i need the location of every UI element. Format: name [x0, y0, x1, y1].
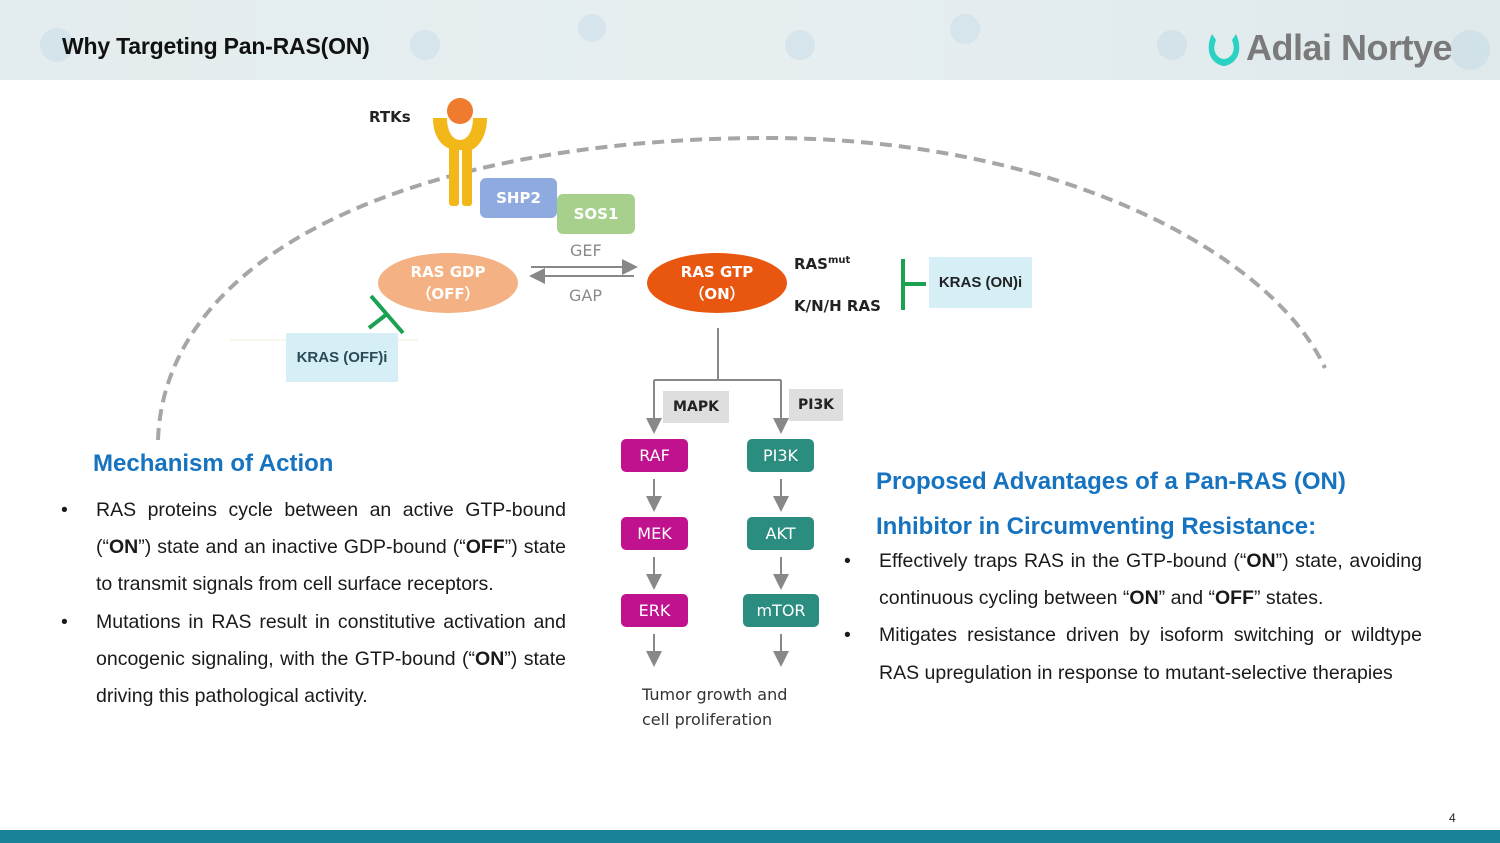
- ras-gtp-line1: RAS GTP: [680, 263, 754, 281]
- dna-decoration-icon: [410, 30, 440, 60]
- bullet-text: ”) state driving this pathological activ…: [96, 647, 566, 708]
- dna-decoration-icon: [950, 14, 980, 44]
- rtk-receptor-icon: [433, 98, 487, 206]
- ras-gtp-line2: （ON）: [689, 285, 745, 303]
- company-logo: Adlai Nortye: [1206, 26, 1453, 70]
- page-number: 4: [1449, 811, 1456, 825]
- kras-off-inhibition-icon: [367, 294, 405, 335]
- outcome-line1: Tumor growth and: [642, 685, 788, 704]
- mechanism-list: RAS proteins cycle between an active GTP…: [61, 492, 566, 715]
- dna-decoration-icon: [785, 30, 815, 60]
- bullet-text: RAS proteins cycle between an active GTP…: [96, 499, 566, 559]
- mechanism-bullet: RAS proteins cycle between an active GTP…: [61, 492, 566, 604]
- ras-gdp-label: RAS GDP （OFF）: [378, 258, 518, 308]
- ras-mut-label: RASmut: [794, 255, 850, 273]
- gef-label: GEF: [570, 241, 602, 260]
- advantages-bullets: Effectively traps RAS in the GTP-bound (…: [844, 543, 1422, 692]
- bold-emphasis: OFF: [465, 536, 505, 559]
- kras-on-inhibitor-box: KRAS (ON)i: [929, 257, 1032, 308]
- ras-gdp-line2: （OFF）: [416, 285, 480, 303]
- dna-decoration-icon: [578, 14, 606, 42]
- advantages-bullet: Mitigates resistance driven by isoform s…: [844, 617, 1422, 691]
- mechanism-bullets: RAS proteins cycle between an active GTP…: [61, 492, 566, 715]
- knh-ras-label: K/N/H RAS: [794, 297, 881, 315]
- mechanism-bullet: Mutations in RAS result in constitutive …: [61, 604, 566, 716]
- bullet-text: ”) state to transmit signals from cell s…: [96, 536, 566, 596]
- shp2-label: SHP2: [496, 189, 541, 207]
- advantages-list: Effectively traps RAS in the GTP-bound (…: [844, 543, 1422, 692]
- bullet-text: Mutations in RAS result in constitutive …: [96, 610, 566, 670]
- bullet-text: ”) state and an inactive GDP-bound (“: [138, 536, 466, 559]
- akt-node: AKT: [747, 517, 814, 550]
- dna-decoration-icon: [1157, 30, 1187, 60]
- pi3k-node: PI3K: [747, 439, 814, 472]
- bold-emphasis: ON: [109, 536, 139, 559]
- mek-node: MEK: [621, 517, 688, 550]
- sos1-node: [557, 194, 635, 234]
- shp2-node: [480, 178, 557, 218]
- sos1-label: SOS1: [573, 205, 619, 223]
- bullet-text: Mitigates resistance driven by isoform s…: [879, 624, 1422, 684]
- advantages-bullet: Effectively traps RAS in the GTP-bound (…: [844, 543, 1422, 617]
- outcome-label: Tumor growth and cell proliferation: [642, 682, 787, 732]
- erk-node: ERK: [621, 594, 688, 627]
- advantages-heading-line2: Inhibitor in Circumventing Resistance:: [876, 513, 1317, 540]
- footer-bar: [0, 830, 1500, 843]
- ras-mut-superscript: mut: [827, 255, 851, 266]
- slide-title: Why Targeting Pan-RAS(ON): [62, 33, 370, 59]
- mapk-tag: MAPK: [663, 391, 729, 423]
- gap-label: GAP: [569, 286, 602, 305]
- mechanism-heading: Mechanism of Action: [93, 450, 334, 477]
- outcome-line2: cell proliferation: [642, 710, 773, 729]
- bold-emphasis: ON: [1129, 587, 1159, 610]
- bold-emphasis: ON: [475, 647, 505, 670]
- ras-gdp-node: [378, 253, 518, 313]
- mtor-node: mTOR: [743, 594, 819, 627]
- kras-off-inhibitor-box: KRAS (OFF)i: [286, 333, 398, 382]
- bold-emphasis: OFF: [1215, 587, 1255, 610]
- dna-decoration-icon: [1450, 30, 1490, 70]
- advantages-heading-line1: Proposed Advantages of a Pan-RAS (ON): [876, 468, 1346, 495]
- slide-header: Why Targeting Pan-RAS(ON) Adlai Nortye: [0, 0, 1500, 80]
- ras-mut-base: RAS: [794, 255, 828, 273]
- kras-on-inhibition-icon: [901, 259, 926, 310]
- ras-gtp-node: [647, 253, 787, 313]
- ras-gdp-line1: RAS GDP: [410, 263, 486, 281]
- bullet-text: ”) state, avoiding continuous cycling be…: [879, 550, 1422, 610]
- rtks-label: RTKs: [369, 108, 411, 126]
- bullet-text: ” states.: [1254, 587, 1324, 610]
- pi3k-tag: PI3K: [789, 389, 843, 421]
- pathway-arrows: [646, 479, 789, 667]
- drop-u-logo-icon: [1208, 34, 1240, 66]
- logo-text: Adlai Nortye: [1246, 27, 1453, 68]
- bullet-text: ” and “: [1158, 587, 1216, 610]
- raf-node: RAF: [621, 439, 688, 472]
- advantages-heading: Proposed Advantages of a Pan-RAS (ON) In…: [876, 459, 1346, 549]
- pathway-branch-connector: [646, 328, 789, 434]
- bold-emphasis: ON: [1246, 550, 1276, 572]
- ras-gtp-label: RAS GTP （ON）: [647, 258, 787, 308]
- dna-decoration-icon: [40, 28, 74, 62]
- bullet-text: Effectively traps RAS in the GTP-bound (…: [879, 550, 1247, 572]
